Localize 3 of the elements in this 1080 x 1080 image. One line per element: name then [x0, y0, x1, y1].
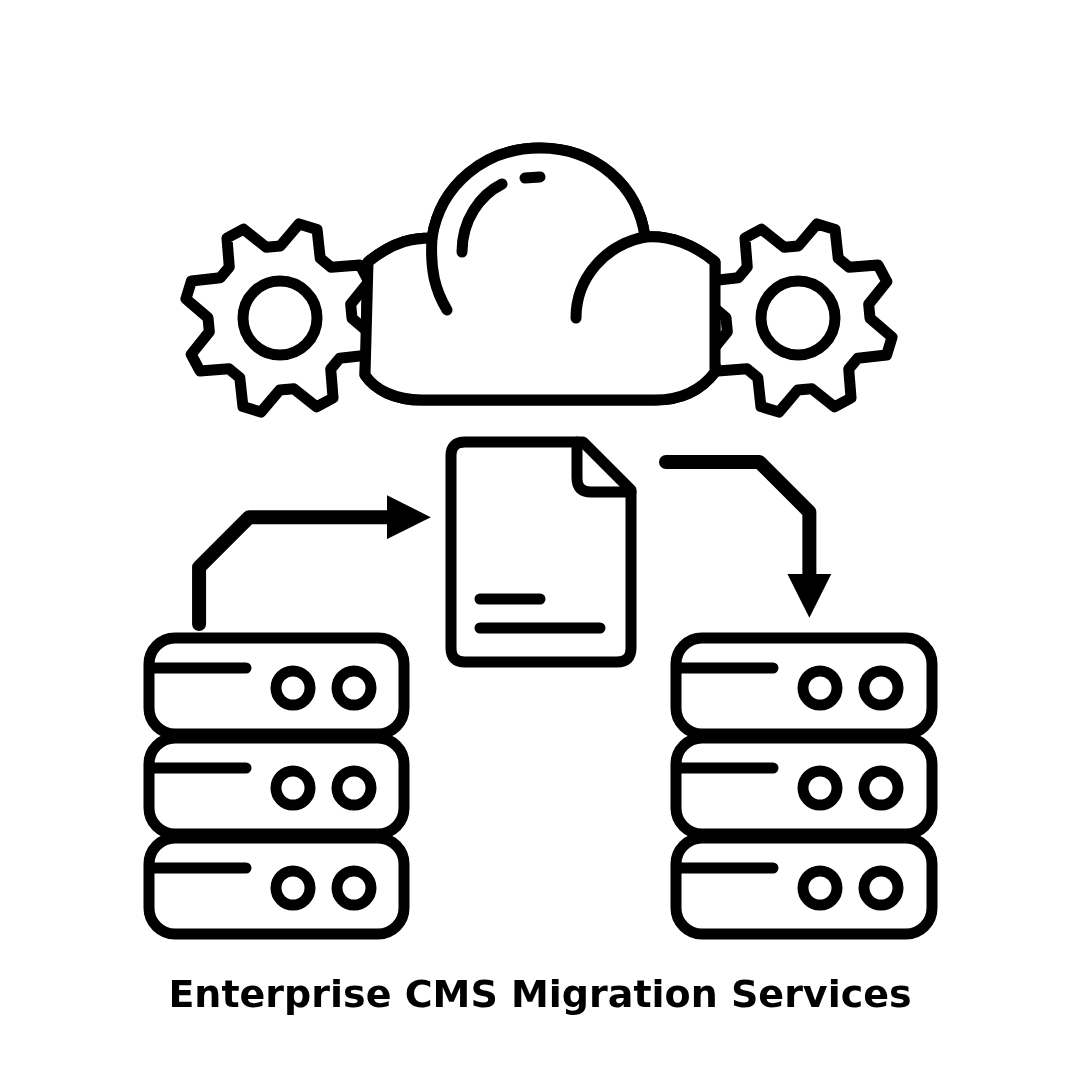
arrow	[192, 495, 431, 631]
caption: Enterprise CMS Migration Services	[168, 972, 912, 1016]
arrow	[659, 455, 832, 618]
